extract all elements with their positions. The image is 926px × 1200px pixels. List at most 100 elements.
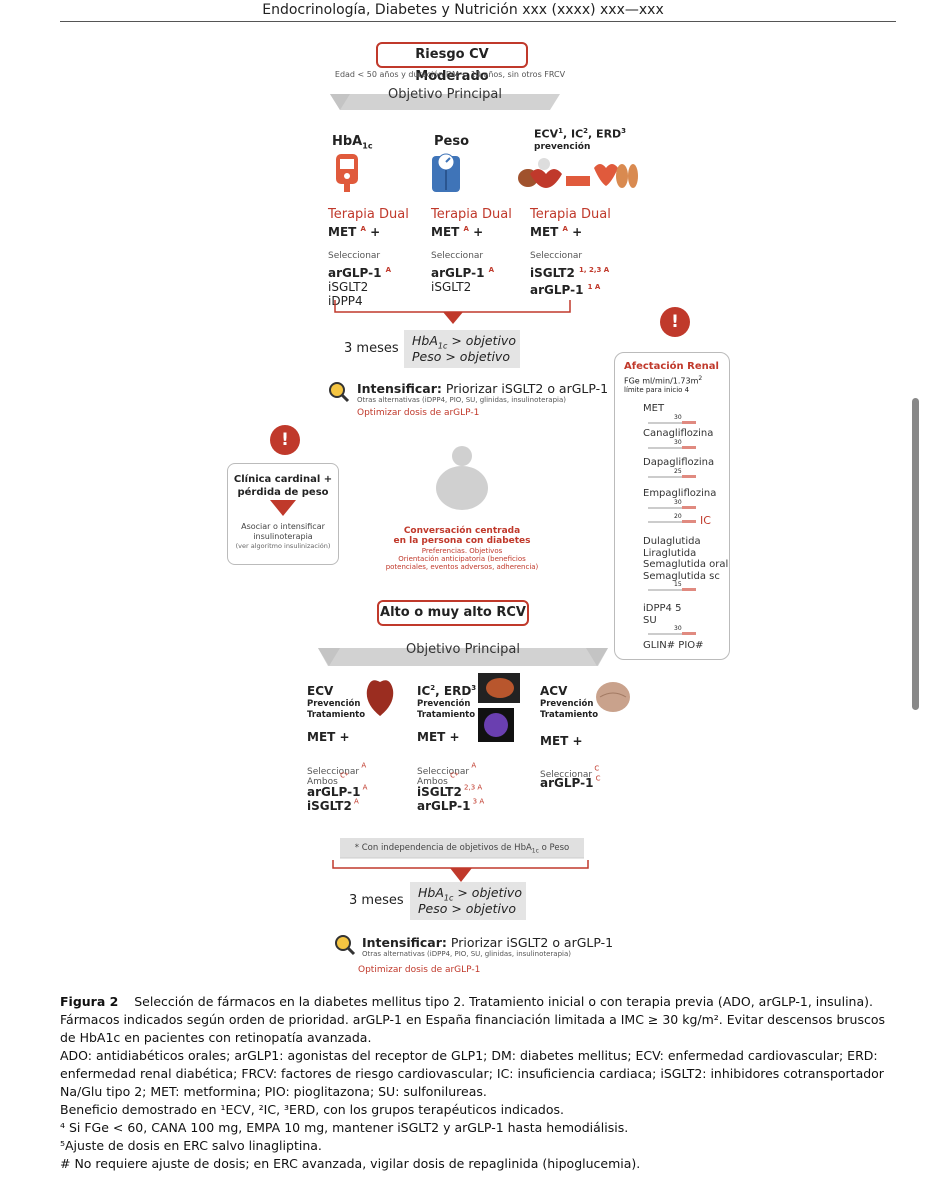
cell-icon <box>478 708 514 742</box>
renal-threshold-number: 30 <box>674 414 682 421</box>
obj-bottom-2: Peso > objetivo <box>418 901 516 916</box>
renal-drug-label: Semaglutida sc <box>643 571 720 582</box>
col2-d2: iSGLT2 <box>431 280 531 294</box>
obj-bottom-1: HbA1c > objetivo <box>418 885 522 903</box>
col1-d1-sup: A <box>386 266 391 274</box>
col3-met-sup: A <box>563 225 568 233</box>
months-top: 3 meses <box>344 341 399 356</box>
col3-d2-sup: 1 A <box>588 283 601 291</box>
col3-d1: iSGLT2 <box>530 266 575 280</box>
bottom-col-drug2: iSGLT2 A <box>307 795 359 814</box>
brain-icon <box>595 679 631 717</box>
scrollbar-thumb[interactable] <box>912 398 919 710</box>
renal-sub1: FGe ml/min/1.73m2 <box>624 375 702 386</box>
renal-threshold-bar-red <box>682 632 696 635</box>
col2-d1-sup: A <box>489 266 494 274</box>
risk-moderate-title: Riesgo CV Moderado <box>376 42 528 68</box>
renal-extra-label: IC <box>700 514 711 527</box>
col3-head: ECV1, IC2, ERD3 <box>534 127 626 141</box>
figure: Riesgo CV Moderado Edad < 50 años y dura… <box>0 0 926 990</box>
caption-p2: ADO: antidiabéticos orales; arGLP1: agon… <box>60 1047 896 1101</box>
renal-drug-label: Liraglutida <box>643 548 696 559</box>
col1-head: HbA1c <box>332 134 373 151</box>
col2-drugs: Terapia Dual MET A + Seleccionar arGLP-1… <box>431 208 531 294</box>
bottom-col-met: MET + <box>307 730 350 744</box>
intensify-top: Intensificar: Priorizar iSGLT2 o arGLP-1 <box>357 381 608 396</box>
col3-drugs: Terapia Dual MET A + Seleccionar iSGLT2 … <box>530 208 640 297</box>
bottom-col-prevencion: Prevención <box>417 699 470 709</box>
col2-met-sup: A <box>464 225 469 233</box>
col2-d1: arGLP-1 <box>431 266 484 280</box>
renal-drug-label: MET <box>643 403 664 414</box>
renal-drug-label: Dulaglutida <box>643 536 701 547</box>
bracket-top <box>334 300 572 330</box>
bottom-col-head: IC2, ERD3 <box>417 684 476 698</box>
renal-drug-label: iDPP4 5 <box>643 603 681 614</box>
renal-threshold-bar-red <box>682 588 696 591</box>
left-box-t3: (ver algoritmo insulinización) <box>227 542 339 550</box>
col1-plus: + <box>370 225 380 239</box>
bottom-col-drug1: arGLP-1 C <box>540 772 601 791</box>
renal-threshold-number: 30 <box>674 625 682 632</box>
caption-p6: # No requiere ajuste de dosis; en ERC av… <box>60 1155 896 1173</box>
renal-threshold-number: 15 <box>674 581 682 588</box>
bottom-col-tratamiento: Tratamiento <box>540 710 598 720</box>
renal-threshold-number: 25 <box>674 468 682 475</box>
left-box-t1: Asociar o intensificar <box>227 522 339 531</box>
renal-drug-label: SU <box>643 615 657 626</box>
bottom-col-tratamiento: Tratamiento <box>307 710 365 720</box>
renal-threshold-bar-red <box>682 475 696 478</box>
months-bottom: 3 meses <box>349 893 404 908</box>
renal-threshold-bar-red <box>682 506 696 509</box>
figure-caption: Figura 2 Selección de fármacos en la dia… <box>60 993 896 1173</box>
bottom-col-met: MET + <box>417 730 460 744</box>
col2-met: MET <box>431 225 459 239</box>
intensify-bottom-opt: Optimizar dosis de arGLP-1 <box>358 965 480 975</box>
obj-top-2: Peso > objetivo <box>412 349 510 364</box>
bottom-col-tratamiento: Tratamiento <box>417 710 475 720</box>
bottom-col-head: ACV <box>540 684 567 698</box>
renal-sub2: límite para inicio 4 <box>624 386 689 394</box>
risk-high-title: Alto o muy alto RCV <box>377 600 529 626</box>
left-box-t2: insulinoterapia <box>227 532 339 541</box>
search-icon-bottom <box>334 934 356 956</box>
left-box-title1: Clínica cardinal + <box>227 474 339 485</box>
bottom-col-drug2: arGLP-1 3 A <box>417 795 484 814</box>
search-icon <box>328 381 350 403</box>
renal-title: Afectación Renal <box>624 361 719 372</box>
bottom-col-prevencion: Prevención <box>307 699 360 709</box>
left-box-title2: pérdida de peso <box>227 487 339 498</box>
center-t2: Orientación anticipatoria (beneficios <box>360 555 564 563</box>
col1-d1: arGLP-1 <box>328 266 381 280</box>
intensify-bottom-text: Priorizar iSGLT2 o arGLP-1 <box>451 935 613 950</box>
heart-icon <box>365 678 395 718</box>
intensify-bottom: Intensificar: Priorizar iSGLT2 o arGLP-1 <box>362 935 613 950</box>
caption-p3: Beneficio demostrado en ¹ECV, ²IC, ³ERD,… <box>60 1101 896 1119</box>
col2-select: Seleccionar <box>431 249 531 263</box>
col3-head-sub: prevención <box>534 142 590 152</box>
intensify-top-alt: Otras alternativas (iDPP4, PIO, SU, glin… <box>357 396 566 404</box>
renal-drug-label: Canagliflozina <box>643 428 713 439</box>
renal-threshold-number: 30 <box>674 439 682 446</box>
caption-p4: ⁴ Si FGe < 60, CANA 100 mg, EMPA 10 mg, … <box>60 1119 896 1137</box>
col1-dual: Terapia Dual <box>328 208 428 222</box>
intensify-top-opt: Optimizar dosis de arGLP-1 <box>357 408 479 418</box>
renal-threshold-bar-red <box>682 446 696 449</box>
objective-top-label: Objetivo Principal <box>330 87 560 102</box>
renal-threshold-number: 30 <box>674 499 682 506</box>
col3-d2: arGLP-1 <box>530 283 583 297</box>
renal-drug-label: Dapagliflozina <box>643 457 714 468</box>
col1-d2: iSGLT2 <box>328 280 428 294</box>
renal-drug-label: GLIN# PIO# <box>643 640 704 651</box>
bottom-col-met: MET + <box>540 734 583 748</box>
col1-met-sup: A <box>361 225 366 233</box>
caption-p5: ⁵Ajuste de dosis en ERC salvo linaglipti… <box>60 1137 896 1155</box>
center-title1: Conversación centrada <box>360 526 564 536</box>
col3-plus: + <box>572 225 582 239</box>
intensify-top-text: Priorizar iSGLT2 o arGLP-1 <box>446 381 608 396</box>
col1-drugs: Terapia Dual MET A + Seleccionar arGLP-1… <box>328 208 428 308</box>
intensify-bottom-alt: Otras alternativas (iDPP4, PIO, SU, glin… <box>362 950 571 958</box>
kidney-heart-icon <box>478 673 520 703</box>
col3-dual: Terapia Dual <box>530 208 640 222</box>
col1-met: MET <box>328 225 356 239</box>
